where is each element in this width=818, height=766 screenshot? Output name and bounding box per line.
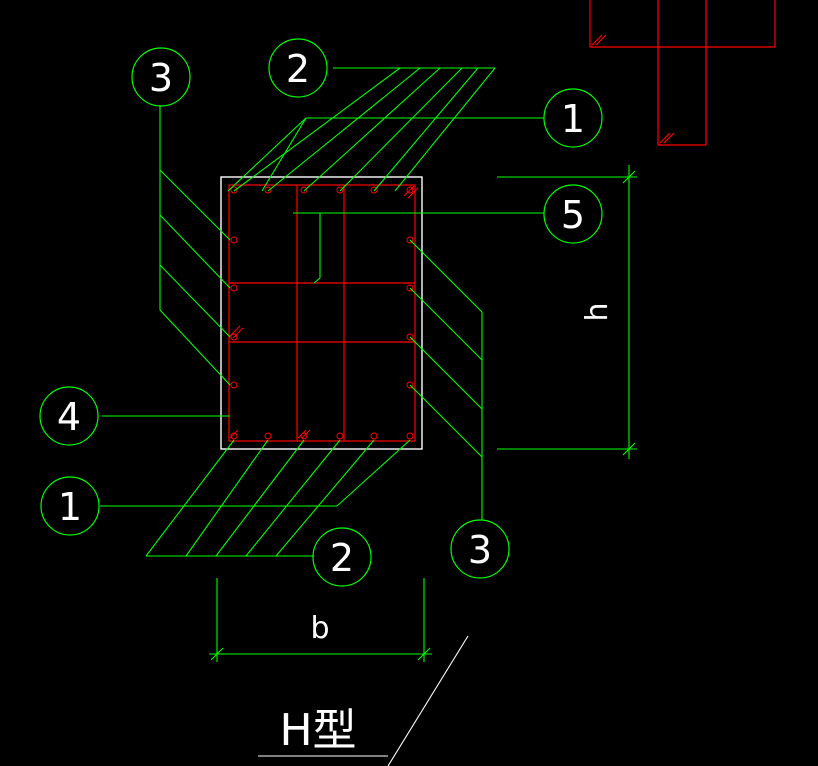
leader-lines: [100, 67, 544, 557]
callout-5: 5: [561, 193, 585, 237]
callout-circle-3-top: [131, 47, 191, 107]
callout-circle-5: [543, 184, 603, 244]
hook-marks: [229, 185, 419, 439]
title-marks: [258, 635, 469, 766]
dimension-h-label: h: [580, 302, 615, 321]
callout-circle-4: [39, 386, 99, 446]
stirrup-frame: [228, 184, 416, 442]
concrete-outline: [220, 176, 423, 450]
callout-1-top: 1: [561, 97, 585, 141]
callout-2-bottom: 2: [330, 536, 354, 580]
callout-circle-1-bottom: [40, 476, 100, 536]
callout-circle-2-top: [268, 38, 328, 98]
callout-3-bottom: 3: [468, 528, 492, 572]
callout-1-bottom: 1: [58, 485, 82, 529]
section-title: H型: [279, 705, 356, 756]
dimension-b-label: b: [310, 611, 329, 646]
callout-circle-3-bottom: [450, 519, 510, 579]
column-detail-partial: [589, 0, 776, 146]
callout-2-top: 2: [286, 47, 310, 91]
dimension-lines: [209, 165, 637, 662]
callout-4: 4: [57, 395, 81, 439]
callout-circle-1-top: [543, 88, 603, 148]
callout-circle-2-bottom: [312, 527, 372, 587]
longitudinal-rebars: [230, 186, 414, 440]
callout-3-top: 3: [149, 56, 173, 100]
